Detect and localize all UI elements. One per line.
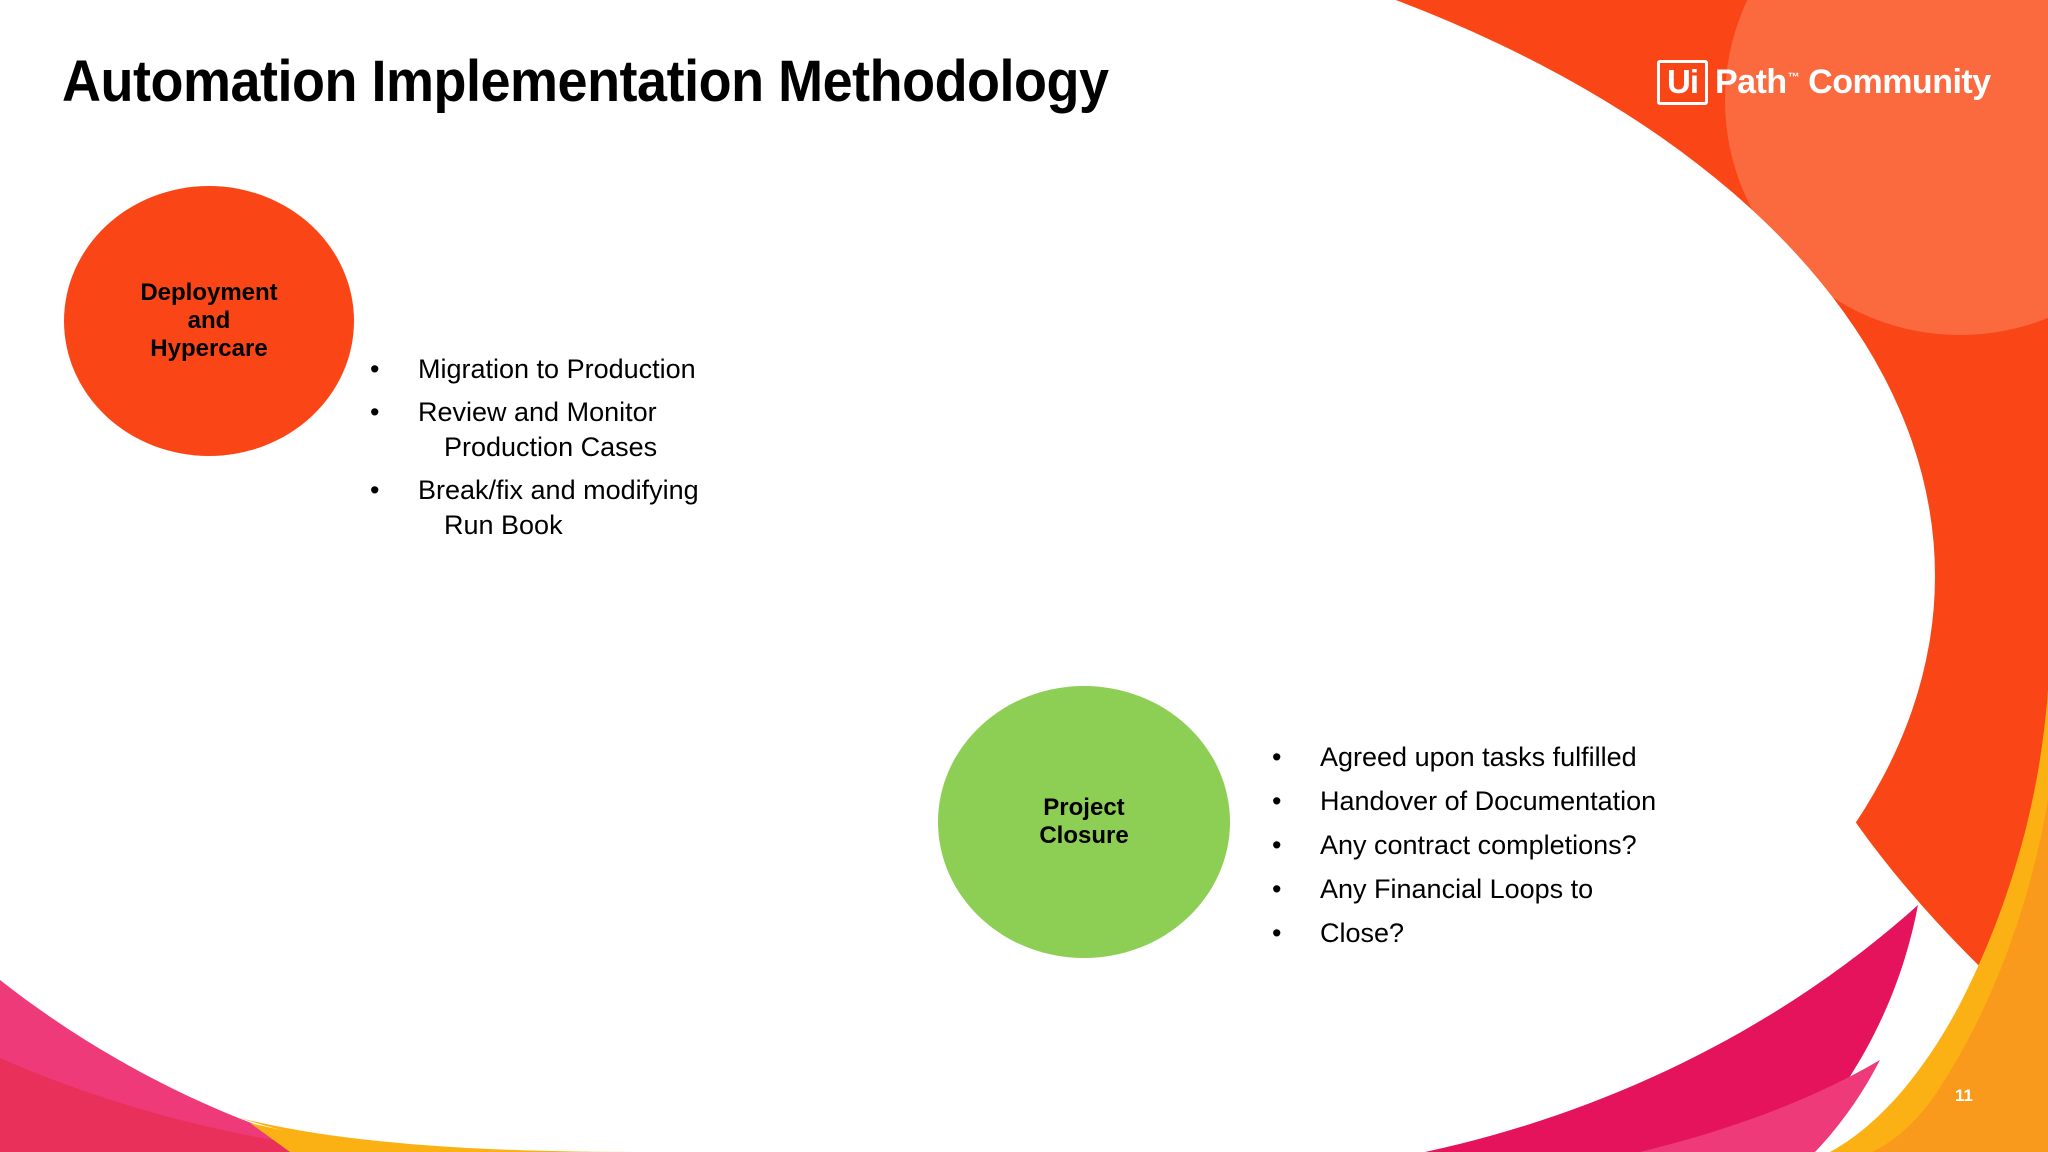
light-orange-circle xyxy=(1725,0,2048,335)
list-item: • Review and Monitor Production Cases xyxy=(370,395,790,465)
bottom-left-pink-shape xyxy=(0,980,360,1152)
stage-circle-label: Project Closure xyxy=(1039,794,1128,850)
list-item: • Agreed upon tasks fulfilled xyxy=(1272,740,1742,775)
page-number: 11 xyxy=(1955,1086,1973,1105)
uipath-community-logo: Ui Path™ Community xyxy=(1657,53,1991,111)
stage-label-line-3: Hypercare xyxy=(150,335,268,363)
brand-path-text: Path xyxy=(1715,63,1787,101)
list-item-text: Agreed upon tasks fulfilled xyxy=(1320,742,1637,772)
list-item-main: Review and Monitor xyxy=(418,397,657,428)
list-item: • Migration to Production xyxy=(370,352,790,387)
list-item: • Any Financial Loops to xyxy=(1272,872,1742,907)
bullet-icon: • xyxy=(1272,918,1282,949)
bottom-right-pink-wedge xyxy=(1640,1060,1880,1152)
bullet-icon: • xyxy=(1272,874,1282,905)
bullet-icon: • xyxy=(370,475,380,506)
trademark-icon: ™ xyxy=(1787,69,1800,84)
list-item-main: Migration to Production xyxy=(418,354,696,384)
stage-circle-label: Deployment and Hypercare xyxy=(140,279,277,363)
list-item: • Close? xyxy=(1272,916,1742,951)
stage-label-line-2: Closure xyxy=(1039,822,1129,849)
bottom-left-crimson-shape xyxy=(0,1058,352,1152)
stage-circle-deployment-hypercare[interactable]: Deployment and Hypercare xyxy=(64,186,354,456)
bottom-left-amber-curve xyxy=(240,1118,640,1152)
list-item: • Break/fix and modifying Run Book xyxy=(370,473,790,543)
bullet-icon: • xyxy=(370,354,380,384)
list-item-text: Review and Monitor Production Cases xyxy=(418,395,657,465)
list-item: • Any contract completions? xyxy=(1272,828,1742,863)
ui-mark-icon: Ui xyxy=(1657,59,1708,105)
right-amber-band xyxy=(1830,690,2048,1152)
stage-label-line-1: Deployment xyxy=(140,278,278,306)
brand-wordmark: Path™ Community xyxy=(1715,65,1991,99)
list-item-text: Break/fix and modifying Run Book xyxy=(418,473,699,543)
bullet-icon: • xyxy=(1272,742,1282,772)
bullet-icon: • xyxy=(1272,830,1282,861)
page-title: Automation Implementation Methodology xyxy=(62,49,1109,114)
bullet-icon: • xyxy=(370,397,380,428)
stage-circle-project-closure[interactable]: Project Closure xyxy=(938,686,1230,958)
white-content-ellipse xyxy=(0,0,1935,1152)
stage-label-line-1: Project xyxy=(1043,793,1125,821)
white-content-ellipse-mask xyxy=(0,0,1880,1152)
bottom-left-amber-shape xyxy=(250,1123,510,1152)
list-item-text: Any Financial Loops to xyxy=(1320,874,1594,905)
bullet-list-deployment-hypercare: • Migration to Production • Review and M… xyxy=(370,352,790,551)
bullet-list-project-closure: • Agreed upon tasks fulfilled • Handover… xyxy=(1272,740,1742,960)
bullet-icon: • xyxy=(1272,786,1282,817)
stage-label-line-2: and xyxy=(187,306,231,334)
list-item-continuation: Production Cases xyxy=(444,432,658,463)
list-item-text: Handover of Documentation xyxy=(1320,786,1657,817)
list-item-text: Migration to Production xyxy=(418,352,696,387)
swoosh-white-carve xyxy=(1500,60,2048,1152)
list-item-main: Break/fix and modifying xyxy=(418,475,699,506)
list-item: • Handover of Documentation xyxy=(1272,784,1742,819)
brand-community-text: Community xyxy=(1808,63,1991,101)
list-item-text: Close? xyxy=(1320,918,1405,949)
list-item-text: Any contract completions? xyxy=(1320,830,1637,861)
list-item-continuation: Run Book xyxy=(444,510,563,541)
